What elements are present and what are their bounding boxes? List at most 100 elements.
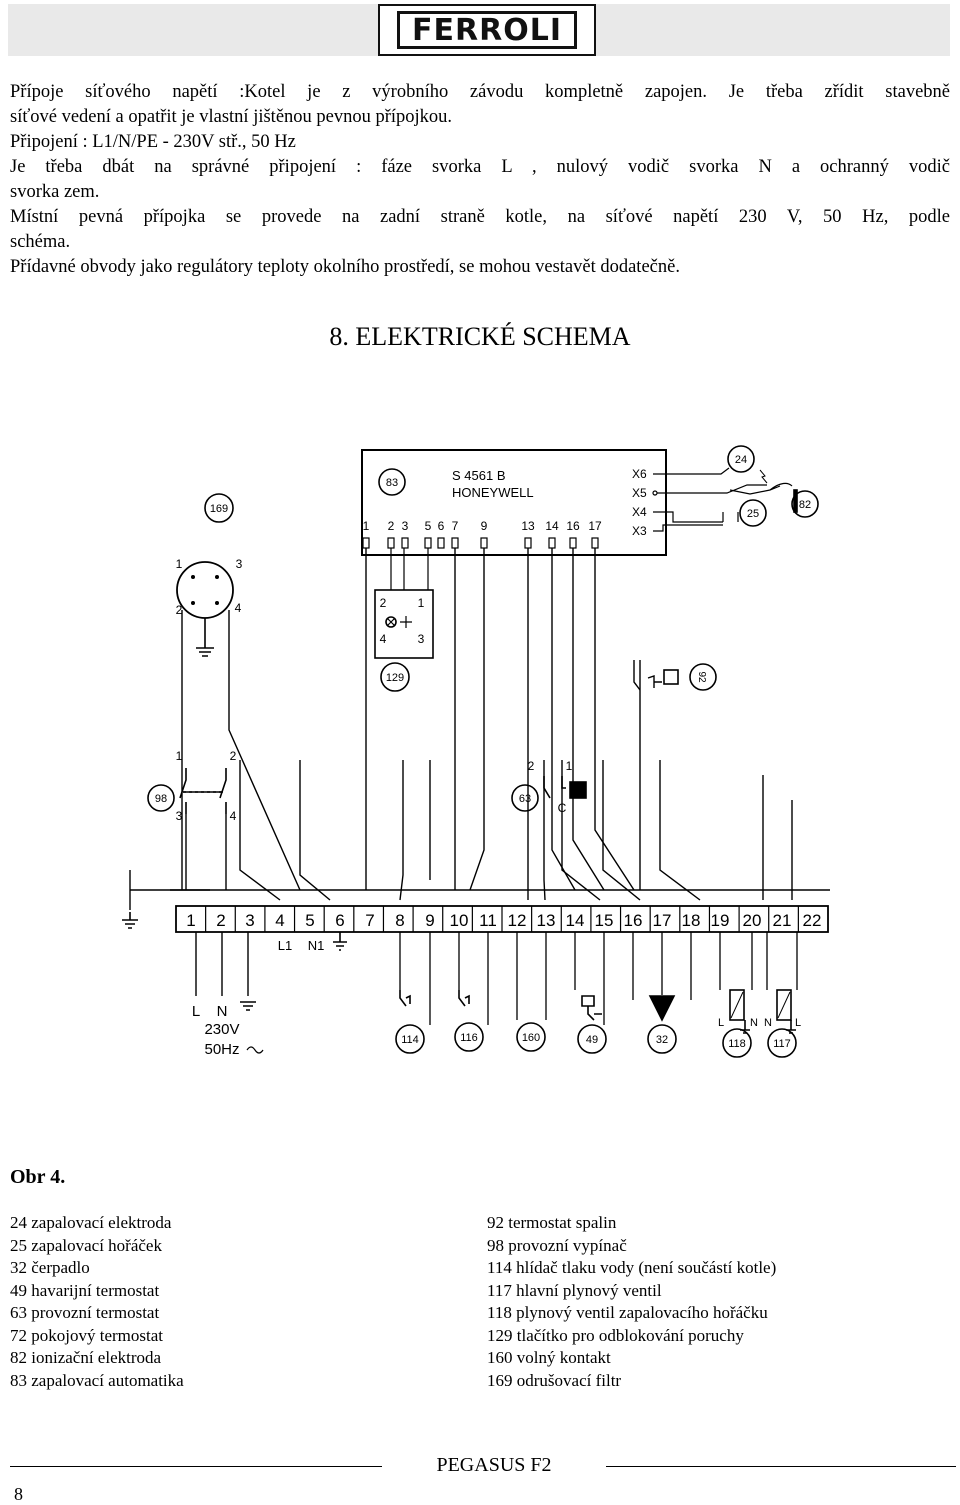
- ref-114: 114: [401, 1034, 419, 1046]
- intro-block-1: Přípoje síťového napětí :Kotel je z výro…: [10, 80, 950, 280]
- controller-pin-stubs: [362, 537, 599, 549]
- main-switch-icon: [179, 768, 227, 814]
- legend-item: 117 hlavní plynový ventil: [487, 1280, 662, 1300]
- terminal-label: 7: [365, 911, 374, 930]
- terminal-label: 17: [653, 911, 672, 930]
- controller-pin: 3: [402, 519, 409, 533]
- terminal-label: 15: [595, 911, 614, 930]
- supply-label-n: N: [217, 1003, 228, 1020]
- ref-circle-25: [739, 499, 767, 527]
- thermostat-bulb: [569, 781, 587, 799]
- intro-line: Přípoje síťového napětí :Kotel je z výro…: [10, 82, 950, 102]
- valve-ground-icons: [740, 1020, 796, 1034]
- logo-text: FERROLI: [397, 11, 577, 49]
- filter-pin: 3: [236, 557, 243, 571]
- legend-item: 114 hlídač tlaku vody (není součástí kot…: [487, 1258, 777, 1277]
- ref-circle-129: [380, 662, 410, 692]
- legend-item: 49 havarijní termostat: [10, 1280, 160, 1300]
- ref-169: 169: [210, 503, 228, 515]
- pushbutton-icon: [386, 616, 412, 628]
- filter-pin-labels: 1 3 2 4: [176, 557, 243, 617]
- valve-pin-labels: L N N L: [718, 1017, 801, 1029]
- figure-label: Obr 4.: [10, 1166, 66, 1188]
- ref-24: 24: [735, 454, 747, 466]
- terminal-mark-l1: L1: [278, 938, 292, 953]
- intro-line: Přídavné obvody jako regulátory teploty …: [10, 257, 680, 277]
- reset-pin: 2: [380, 596, 387, 610]
- connector-labels: X6 X5 X4 X3: [632, 467, 647, 538]
- supply-voltage: 230V: [204, 1021, 239, 1038]
- terminal-label: 11: [479, 911, 497, 930]
- ref-circle-83: [378, 468, 406, 496]
- connector-label: X3: [632, 524, 647, 538]
- ref-98: 98: [155, 793, 167, 805]
- bottom-ref-labels: 114 116 160 49 32 118 117: [401, 1032, 791, 1050]
- terminal-label: 3: [245, 911, 254, 930]
- controller-pin: 13: [521, 519, 535, 533]
- filter-pin: 4: [235, 601, 242, 615]
- controller-pin: 17: [588, 519, 602, 533]
- switch-pin: 4: [230, 809, 237, 823]
- connector-label: X5: [632, 486, 647, 500]
- connector-label: X4: [632, 505, 647, 519]
- reset-pin-labels: 2 1 4 3: [380, 596, 425, 646]
- legend-item: 118 plynový ventil zapalovacího hořáčku: [487, 1303, 768, 1322]
- controller-pin: 9: [481, 519, 488, 533]
- terminal-marks: L1 N1: [278, 938, 325, 953]
- bottom-refs: [395, 1022, 797, 1058]
- main-valve-icon: [776, 989, 792, 1021]
- switch-pin: 1: [176, 749, 183, 763]
- terminal-label: 8: [395, 911, 404, 930]
- room-thermostat-icon: [458, 990, 470, 1007]
- chassis-ground-icon: [122, 912, 138, 929]
- flue-thermostat-icon: [633, 660, 662, 691]
- legend-item: 25 zapalovací hořáček: [10, 1235, 162, 1255]
- legend-item: 98 provozní vypínač: [487, 1235, 627, 1255]
- terminal-cells: [205, 906, 799, 932]
- connector-label: X6: [632, 467, 647, 481]
- ref-circle-169: [204, 493, 234, 523]
- ignition-controller-box: [361, 449, 667, 556]
- filter-ground-icon: [196, 618, 214, 657]
- mains-wires: [195, 932, 249, 996]
- pilot-valve-icon: [729, 989, 745, 1021]
- flue-thermostat-body: [663, 669, 679, 685]
- reset-pin: 3: [418, 632, 425, 646]
- spark-icon: [759, 469, 768, 484]
- ref-92: 92: [696, 671, 707, 683]
- ref-49: 49: [586, 1034, 598, 1046]
- terminal-label: 14: [566, 911, 585, 930]
- controller-pin: 2: [388, 519, 395, 533]
- thermostat-pin: 2: [528, 759, 535, 773]
- ref-32: 32: [656, 1034, 668, 1046]
- main-valve-stroke: [777, 991, 791, 1019]
- footer-rule-left: [10, 1466, 382, 1467]
- valve-pin: N: [750, 1017, 758, 1029]
- controller-model: S 4561 B: [452, 468, 506, 483]
- pressure-switch-icon: [399, 990, 411, 1007]
- terminal-label: 12: [508, 911, 527, 930]
- switch-pin: 3: [176, 809, 183, 823]
- intro-line: Místní pevná přípojka se provede na zadn…: [10, 207, 950, 227]
- legend-item: 32 čerpadlo: [10, 1258, 90, 1277]
- controller-pin: 16: [566, 519, 580, 533]
- reset-wires: [390, 548, 429, 590]
- terminal-label: 9: [425, 911, 434, 930]
- ref-circle-24: [727, 445, 755, 473]
- pump-icon: [648, 995, 676, 1022]
- ref-117: 117: [773, 1038, 791, 1050]
- legend-item: 72 pokojový termostat: [10, 1325, 163, 1345]
- terminal-mark-n1: N1: [308, 938, 325, 953]
- page-number: 8: [14, 1484, 23, 1504]
- controller-pin: 1: [363, 519, 370, 533]
- valve-pin: L: [795, 1017, 801, 1029]
- ref-circle-92: [689, 663, 717, 691]
- terminal-labels: 1 2 3 4 5 6 7 8 9 10 11 12 13 14 15 16 1…: [186, 911, 821, 930]
- switch-pin: 2: [230, 749, 237, 763]
- ref-circle-98: [147, 784, 175, 812]
- controller-pin-labels: 1 2 3 5 6 7 9 13 14 16 17: [363, 519, 602, 533]
- lamp-icon: [385, 616, 397, 628]
- valve-pin: N: [764, 1017, 772, 1029]
- filter-pin: 2: [176, 603, 183, 617]
- terminal-label: 1: [186, 911, 195, 930]
